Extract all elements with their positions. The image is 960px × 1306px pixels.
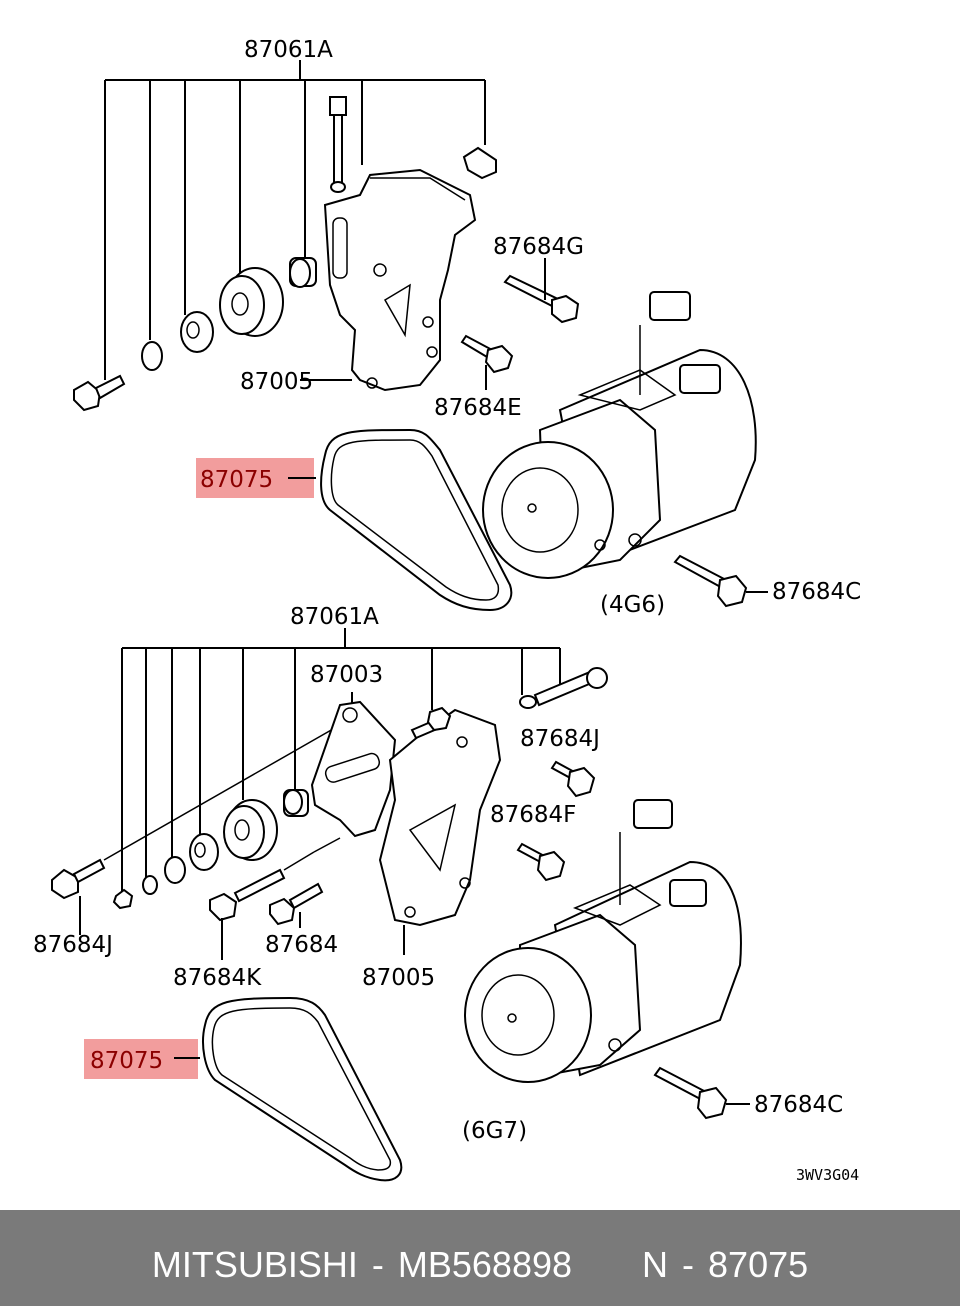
footer-part-number: MB568898: [397, 1244, 573, 1285]
bracket-87005-bottom-icon: [378, 708, 502, 927]
bolt-87684j-right-icon: [550, 760, 596, 798]
idler-pulley-icon: [219, 267, 284, 337]
collar-bottom-icon: [283, 789, 309, 817]
small-washer-icon: [142, 875, 158, 895]
bracket-87005-top-icon: [323, 168, 477, 392]
bolt-87684e-icon: [460, 334, 514, 374]
bolt-small-left-icon: [73, 374, 126, 412]
bottom-label-87684c: 87684C: [754, 1092, 843, 1118]
bottom-label-87684k: 87684K: [173, 965, 262, 991]
bottom-label-87003: 87003: [310, 662, 383, 688]
bottom-label-87075: 87075: [90, 1048, 163, 1074]
top-label-87005: 87005: [240, 369, 313, 395]
tensioner-plate-87003-icon: [310, 700, 397, 838]
footer-brand: MITSUBISHI: [151, 1244, 358, 1285]
top-label-87684c: 87684C: [772, 579, 861, 605]
stud-line: [103, 724, 341, 861]
footer-text: MITSUBISHI - MB568898 N - 87075: [151, 1244, 809, 1285]
stud-line-3: [313, 837, 341, 853]
bottom-leader-lines: [121, 628, 561, 895]
diagram-code: 3WV3G04: [796, 1166, 859, 1184]
spacer-icon: [180, 311, 214, 353]
parts-diagram: 87061A: [33, 37, 861, 1184]
bolt-87684c-bottom-icon: [653, 1066, 728, 1120]
bolt-87684-icon: [269, 882, 324, 926]
bottom-label-87684j-right: 87684J: [520, 726, 600, 752]
bottom-label-87684j-left: 87684J: [33, 932, 113, 958]
drive-belt-top-icon: [320, 428, 513, 612]
stud-line-2: [283, 851, 315, 871]
bottom-group-title: 87061A: [290, 604, 379, 630]
bolt-87684j-left-icon: [51, 858, 106, 900]
footer-bar: MITSUBISHI - MB568898 N - 87075: [0, 1210, 960, 1306]
bottom-label-87005: 87005: [362, 965, 435, 991]
nut-icon: [112, 888, 134, 910]
collar-icon: [289, 257, 317, 288]
top-label-87684g: 87684G: [493, 234, 584, 260]
clip-icon: [462, 146, 497, 180]
bolt-87684f-icon: [516, 842, 566, 882]
spacer-bottom-icon: [189, 833, 219, 871]
bolt-87684g-icon: [503, 274, 580, 324]
ac-compressor-6g7-icon: [464, 799, 742, 1083]
washer-bottom-icon: [164, 856, 186, 884]
top-engine-code: (4G6): [600, 592, 665, 618]
top-leader-lines: [104, 60, 486, 380]
bolt-87684c-top-icon: [673, 554, 748, 608]
bottom-label-87684: 87684: [265, 932, 338, 958]
idler-pulley-bottom-icon: [223, 799, 278, 861]
bottom-label-87684f: 87684F: [490, 802, 576, 828]
top-group-title: 87061A: [244, 37, 333, 63]
bolt-87684k-icon: [209, 868, 286, 922]
top-label-87075: 87075: [200, 467, 273, 493]
long-bolt-icon: [329, 96, 347, 193]
top-label-87684e: 87684E: [434, 395, 522, 421]
drive-belt-bottom-icon: [202, 996, 403, 1182]
footer-ref: N - 87075: [642, 1244, 809, 1285]
ac-compressor-4g6-icon: [482, 291, 757, 579]
bottom-engine-code: (6G7): [462, 1118, 527, 1144]
long-bolt-bottom-icon: [519, 667, 608, 709]
bolt-bracket-top-icon: [410, 706, 452, 740]
washer-icon: [141, 341, 163, 371]
